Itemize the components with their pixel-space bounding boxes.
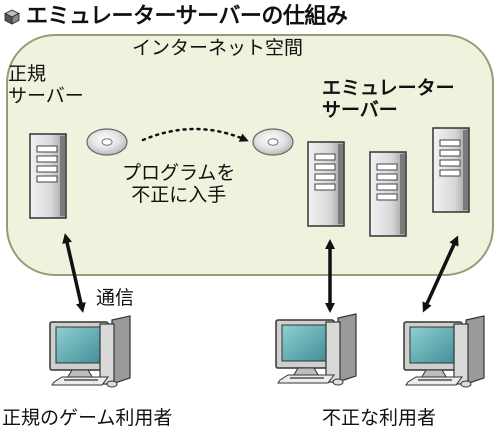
legit-users-label: 正規のゲーム利用者 xyxy=(2,407,173,429)
illegal-user-computer-icon-2 xyxy=(403,315,485,388)
comm-arrow-illegal-2 xyxy=(422,235,459,313)
cube-icon xyxy=(4,9,20,25)
emulator-server-label: エミュレーター サーバー xyxy=(322,77,455,121)
internet-label: インターネット空間 xyxy=(132,37,304,59)
communication-label: 通信 xyxy=(96,287,135,309)
emulator-server-icon-2 xyxy=(369,151,407,237)
program-stolen-label: プログラムを 不正に入手 xyxy=(122,162,236,206)
emulator-server-icon-3 xyxy=(432,127,470,213)
comm-arrow-legit xyxy=(62,233,86,313)
legit-user-computer-icon xyxy=(49,315,131,388)
cd-disc-icon-right xyxy=(252,128,294,156)
illegal-users-label: 不正な利用者 xyxy=(322,407,437,429)
legit-server-icon xyxy=(29,133,67,219)
cd-disc-icon-left xyxy=(86,128,128,156)
diagram-title: エミュレーターサーバーの仕組み xyxy=(26,4,348,29)
emulator-server-icon-1 xyxy=(307,141,345,227)
illegal-user-computer-icon-1 xyxy=(275,313,357,386)
legit-server-label: 正規 サーバー xyxy=(8,63,84,107)
